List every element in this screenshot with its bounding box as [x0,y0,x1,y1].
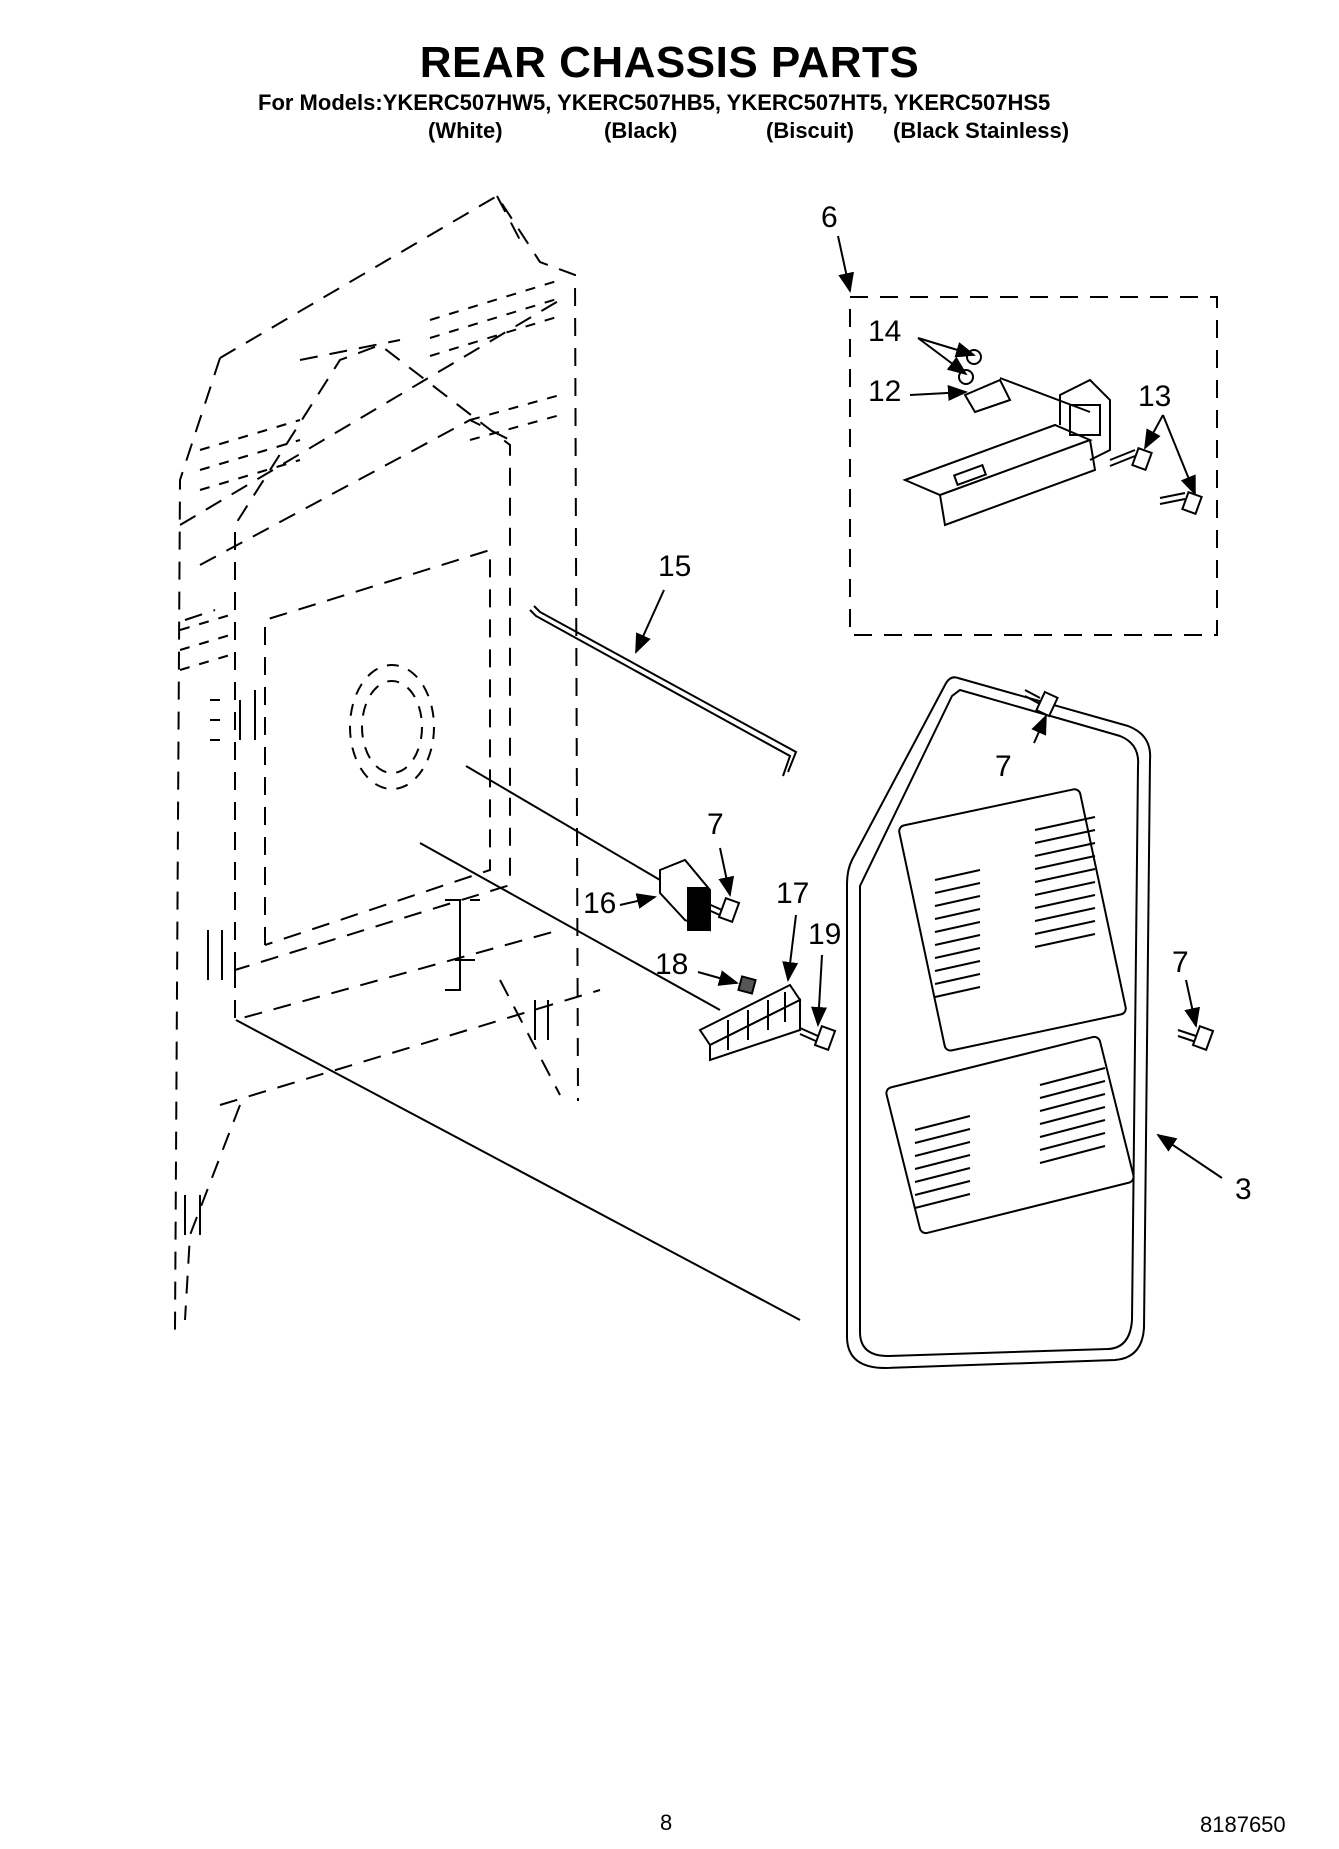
part-15-rod [530,606,796,776]
leader-arrows [620,236,1222,1178]
screw-7-fastener-left [704,898,739,922]
cabinet-oval-cutout [350,665,434,789]
part-17-terminal-block [700,985,800,1060]
callout-7-top: 7 [995,750,1012,783]
alignment-lines [236,766,800,1320]
callout-7-right: 7 [1172,946,1189,979]
assembly-6-hardware [959,350,1202,514]
assembly-6-box [850,297,1217,635]
page-title: REAR CHASSIS PARTS [419,38,920,87]
part-19-screw [800,1026,835,1050]
callout-16: 16 [583,887,617,920]
color-black-stainless: (Black Stainless) [893,118,1070,143]
color-white: (White) [428,118,503,143]
color-biscuit: (Biscuit) [766,118,854,143]
part-3-rear-panel [847,677,1150,1368]
callout-6: 6 [821,201,838,234]
panel-vent-slots [915,817,1105,1208]
color-black: (Black) [604,118,678,143]
range-cabinet-outline [175,196,600,1330]
callout-18: 18 [655,948,689,981]
callout-17: 17 [776,877,810,910]
callout-12: 12 [868,375,902,408]
document-number: 8187650 [1200,1812,1286,1837]
callout-13: 13 [1138,380,1172,413]
callout-19: 19 [808,918,842,951]
callout-14: 14 [868,315,902,348]
assembly-6-bracket [905,378,1110,525]
cabinet-hatching [180,280,560,670]
page-number: 8 [660,1810,673,1835]
part-16-block [660,860,710,930]
callout-7-left: 7 [707,808,724,841]
screw-7-fastener-right [1178,1026,1213,1050]
models-line: For Models:YKERC507HW5, YKERC507HB5, YKE… [258,90,1051,115]
screw-7-fastener-top [1025,690,1058,716]
callout-15: 15 [658,550,692,583]
part-18-nut [738,976,755,993]
callout-3: 3 [1235,1173,1252,1206]
cabinet-small-marks [185,690,548,1235]
